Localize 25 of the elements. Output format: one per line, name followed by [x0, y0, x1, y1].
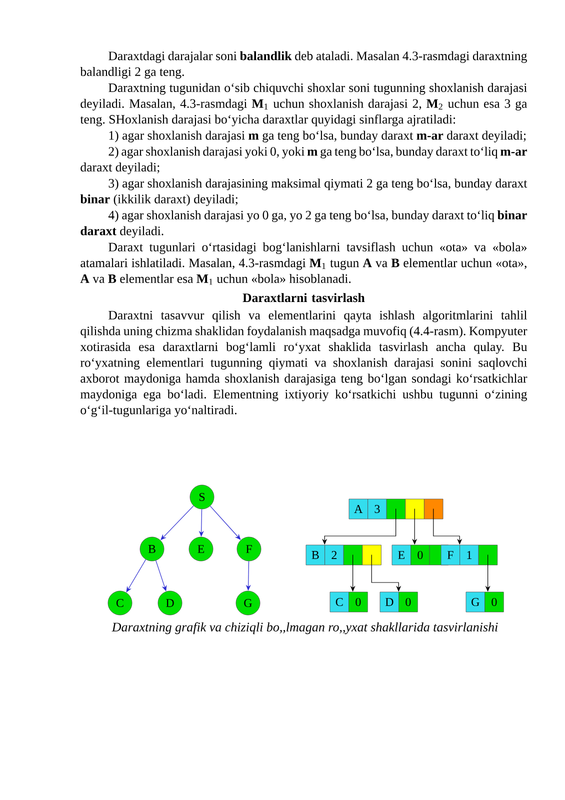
node-label: 0	[406, 598, 411, 606]
figure-caption: Daraxtning grafik va chiziqli bo,,lmagan ro,,yxat shakllarida tasvirlanishi	[112, 622, 498, 634]
paragraph: 1) agar shoxlanish darajasi m ga teng bo‘lsa, bunday daraxt m-ar daraxt deyiladi;	[109, 130, 526, 142]
node-label: 0	[492, 598, 497, 606]
list-record: G 0	[466, 592, 504, 612]
node-label: 0	[418, 550, 423, 560]
paragraph: Daraxtning tugunidan o‘sib chiquvchi shoxlar soni tugunning shoxlanish darajasi deyiladi. Masalan, 4.3-rasmdagi M$_{1}$ uchun shoxlanish darajasi 2, M$_{2}$ uchun esa 3 ga teng. SHoxlanish darajasi bo‘yicha daraxtlar quyidagi sinflarga ajratiladi:	[80, 83, 528, 126]
list-record: A 3	[348, 498, 444, 520]
list-record: D 0	[380, 592, 418, 612]
node-label: 1	[467, 551, 472, 559]
paragraph: Daraxt tugunlari o‘rtasidagi bog‘lanishlarni tavsiflash uchun «ota» va «bola» atamalari ishlatiladi. Masalan, 4.3-rasmdagi M$_{1}$ tugun A va B elementlar uchun «ota», A va B elementlar esa M$_{1}$ uchun «bola» hisoblanadi.	[80, 242, 526, 285]
paragraph: 2) agar shoxlanish darajasi yoki 0, yoki m ga teng bo‘lsa, bunday daraxt to‘liq m-ar daraxt deyiladi;	[80, 146, 527, 174]
list-record: B 2	[306, 544, 382, 566]
node-label: 0	[356, 598, 361, 606]
list-record: F 1	[440, 544, 498, 566]
node-label: 2	[332, 551, 337, 559]
arrow	[210, 506, 241, 540]
node-label: 3	[374, 504, 380, 514]
list-record: C 0	[330, 592, 368, 612]
paragraph: 3) agar shoxlanish darajasining maksimal qiymati 2 ga teng bo‘lsa, bunday daraxt binar (ikkilik daraxt) deyiladi;	[80, 178, 528, 206]
paragraph: 4) agar shoxlanish darajasi yo 0 ga, yo 2 ga teng bo‘lsa, bunday daraxt to‘liq binar daraxt deyiladi.	[80, 210, 527, 238]
paragraph: Daraxtni tasavvur qilish va elementlarini qayta ishlash algoritmlarini tahlil qilishda uning chizma shaklidan foydalanish maqsadga muvofiq (4.4-rasm). Kompyuter xotirasida esa daraxtlarni bog‘lamli ro‘yxat shaklida tasvirlash ancha qulay. Bu ro‘yxatning elementlari tugunning qiymati va shoxlanish darajasi sonini saqlovchi axborot maydoniga hamda shoxlanish darajasiga teng bo‘lgan sondagi ko‘rsatkichlar maydoniga ega bo‘ladi. Elementning ixtiyoriy ko‘rsatkichi ushbu tugunni o‘zining o‘g‘il-tugunlariga yo‘naltiradi.	[80, 310, 528, 417]
section-heading: Daraxtlarni tasvirlash	[242, 293, 365, 302]
paragraph: Daraxtdagi darajalar soni balandlik deb ataladi. Masalan 4.3-rasmdagi daraxtning balandligi 2 ga teng.	[80, 51, 527, 79]
arrow	[126, 559, 146, 592]
